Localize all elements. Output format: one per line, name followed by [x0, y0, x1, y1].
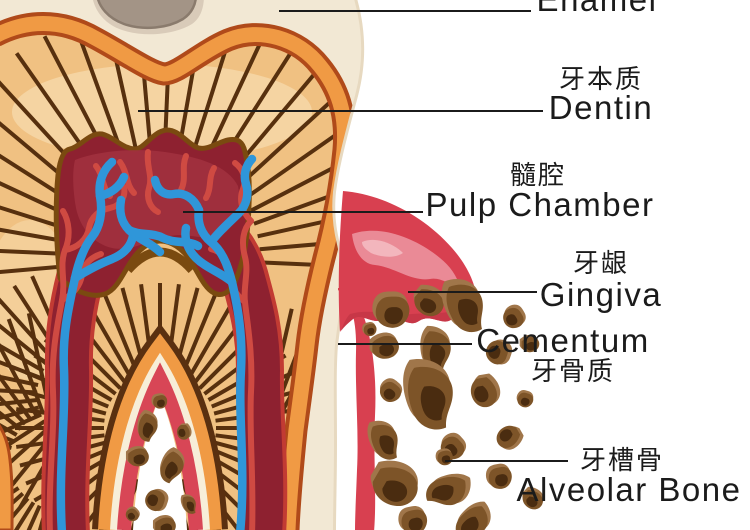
cementum-label-zh: 牙骨质 [530, 356, 616, 386]
furcation-socket-lining [117, 362, 203, 530]
enamel-label-en: Enamel [537, 0, 658, 16]
gingiva-label-en: Gingiva [539, 276, 663, 313]
left-root-cementum-sliver [0, 424, 14, 530]
alveolar-bone-label-zh: 牙槽骨 [579, 445, 665, 475]
furcation-cementum [98, 333, 222, 530]
cementum-label-en: Cementum [476, 322, 650, 359]
gingiva-label-zh: 牙龈 [572, 248, 630, 278]
pulp-chamber-label-zh: 髓腔 [509, 160, 567, 190]
dentin-label-en: Dentin [548, 89, 654, 126]
pulp-veins [56, 154, 257, 530]
dentin-label-zh: 牙本质 [558, 64, 644, 94]
gingiva-highlight [362, 239, 403, 257]
gingiva-tail [338, 288, 376, 530]
alveolar-bone-label-en: Alveolar Bone [516, 471, 742, 508]
pulp-chamber-label-en: Pulp Chamber [425, 186, 655, 223]
leader-lines [138, 10, 568, 462]
occlusal-groove [96, 0, 197, 30]
